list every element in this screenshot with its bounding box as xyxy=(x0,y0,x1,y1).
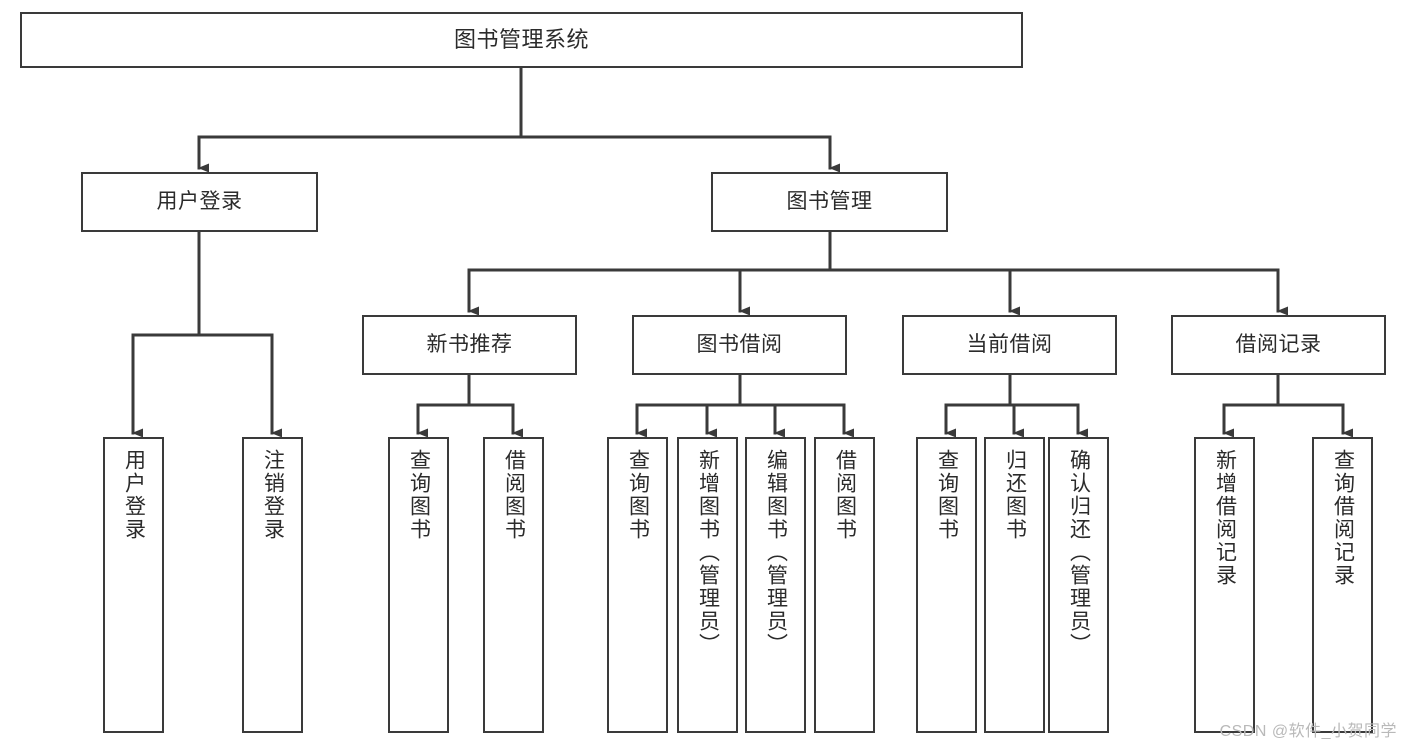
node-leaf-query-book-rec-label: 查询图书 xyxy=(407,449,431,541)
node-leaf-query-book-borrow[interactable]: 查询图书 xyxy=(607,437,668,733)
watermark-text: CSDN @软件_小贺同学 xyxy=(1219,723,1397,740)
node-leaf-query-book-current-label: 查询图书 xyxy=(935,449,959,541)
node-leaf-query-book-rec[interactable]: 查询图书 xyxy=(388,437,449,733)
node-leaf-query-book-borrow-label: 查询图书 xyxy=(626,449,650,541)
node-leaf-user-login-label: 用户登录 xyxy=(122,449,146,541)
node-leaf-borrow-book-label: 借阅图书 xyxy=(833,449,857,541)
node-leaf-logout-login[interactable]: 注销登录 xyxy=(242,437,303,733)
node-new-book-recommend-label: 新书推荐 xyxy=(426,332,513,356)
node-root-label: 图书管理系统 xyxy=(453,27,589,53)
node-borrow-record-label: 借阅记录 xyxy=(1235,332,1322,356)
node-leaf-return-book[interactable]: 归还图书 xyxy=(984,437,1045,733)
node-leaf-query-borrow-record[interactable]: 查询借阅记录 xyxy=(1312,437,1373,733)
node-new-book-recommend[interactable]: 新书推荐 xyxy=(362,315,577,375)
node-book-borrow[interactable]: 图书借阅 xyxy=(632,315,847,375)
node-leaf-return-book-label: 归还图书 xyxy=(1003,449,1027,541)
node-leaf-query-book-current[interactable]: 查询图书 xyxy=(916,437,977,733)
node-current-borrow-label: 当前借阅 xyxy=(966,332,1053,356)
node-leaf-borrow-book-rec-label: 借阅图书 xyxy=(502,449,526,541)
node-leaf-logout-login-label: 注销登录 xyxy=(261,449,285,541)
node-leaf-add-borrow-record-label: 新增借阅记录 xyxy=(1213,449,1237,587)
node-leaf-edit-book-admin[interactable]: 编辑图书（管理员） xyxy=(745,437,806,733)
node-user-login-label: 用户登录 xyxy=(156,189,243,213)
node-leaf-edit-book-admin-label: 编辑图书（管理员） xyxy=(764,449,788,656)
node-leaf-add-book-admin[interactable]: 新增图书（管理员） xyxy=(677,437,738,733)
node-leaf-confirm-return-admin-label: 确认归还（管理员） xyxy=(1067,449,1091,656)
node-leaf-borrow-book[interactable]: 借阅图书 xyxy=(814,437,875,733)
node-book-borrow-label: 图书借阅 xyxy=(696,332,783,356)
node-borrow-record[interactable]: 借阅记录 xyxy=(1171,315,1386,375)
node-leaf-add-borrow-record[interactable]: 新增借阅记录 xyxy=(1194,437,1255,733)
node-leaf-user-login[interactable]: 用户登录 xyxy=(103,437,164,733)
node-root[interactable]: 图书管理系统 xyxy=(20,12,1023,68)
node-book-manage[interactable]: 图书管理 xyxy=(711,172,948,232)
node-current-borrow[interactable]: 当前借阅 xyxy=(902,315,1117,375)
node-leaf-query-borrow-record-label: 查询借阅记录 xyxy=(1331,449,1355,587)
node-user-login[interactable]: 用户登录 xyxy=(81,172,318,232)
node-leaf-add-book-admin-label: 新增图书（管理员） xyxy=(696,449,720,656)
node-book-manage-label: 图书管理 xyxy=(786,189,873,213)
node-leaf-confirm-return-admin[interactable]: 确认归还（管理员） xyxy=(1048,437,1109,733)
node-leaf-borrow-book-rec[interactable]: 借阅图书 xyxy=(483,437,544,733)
